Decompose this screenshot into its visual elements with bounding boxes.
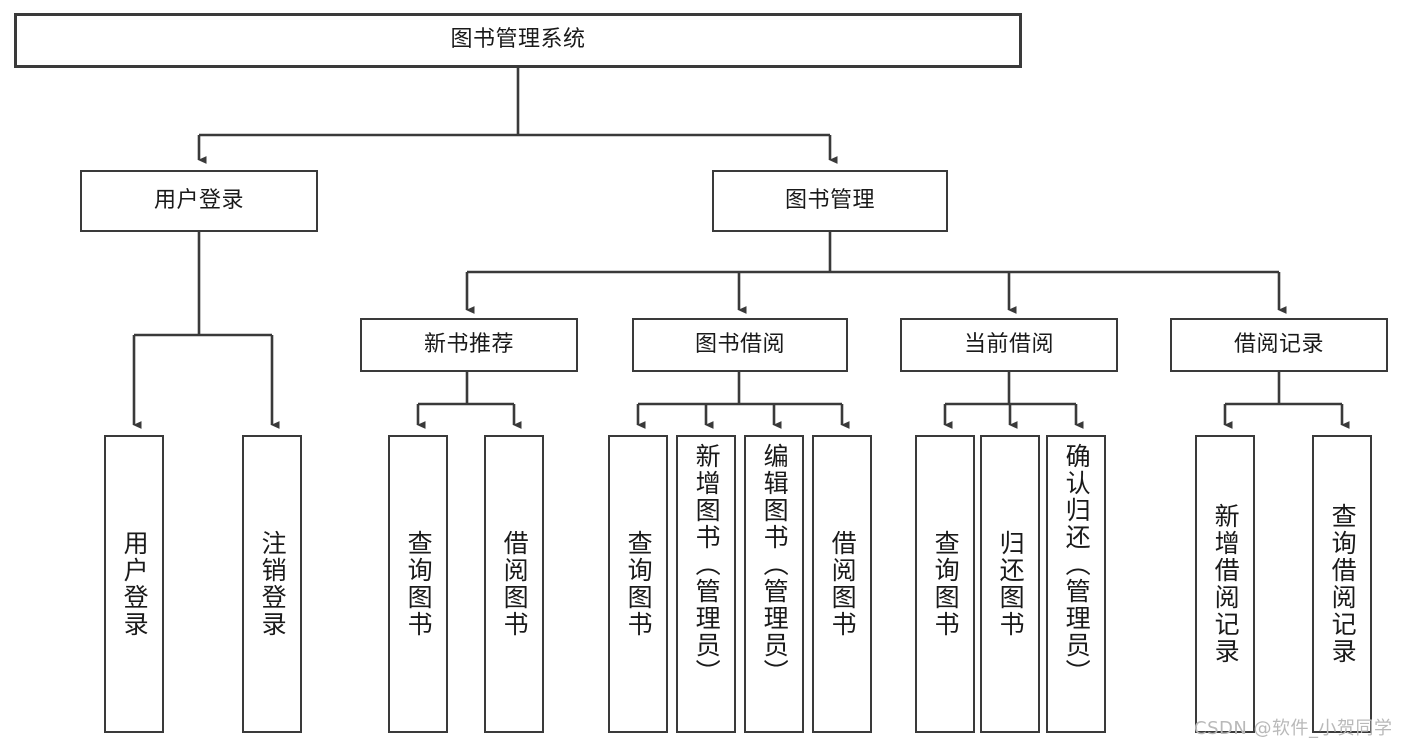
node-current-borrow[interactable]: 当前借阅 — [900, 318, 1118, 372]
leaf-return-book[interactable]: 归还图书 — [980, 435, 1040, 733]
csdn-watermark: CSDN @软件_小贺同学 — [1194, 718, 1393, 739]
leaf-query-record-label: 查询借阅记录 — [1328, 503, 1358, 665]
node-root[interactable]: 图书管理系统 — [14, 13, 1022, 68]
leaf-query-book-1[interactable]: 查询图书 — [388, 435, 448, 733]
leaf-user-logout[interactable]: 注销登录 — [242, 435, 302, 733]
leaf-query-book-1-label: 查询图书 — [404, 530, 434, 638]
leaf-query-book-2-label: 查询图书 — [624, 530, 654, 638]
leaf-query-book-2[interactable]: 查询图书 — [608, 435, 668, 733]
leaf-user-login[interactable]: 用户登录 — [104, 435, 164, 733]
leaf-borrow-book-1[interactable]: 借阅图书 — [484, 435, 544, 733]
leaf-confirm-return[interactable]: 确认归还（管理员） — [1046, 435, 1106, 733]
node-root-label: 图书管理系统 — [450, 27, 586, 53]
leaf-confirm-return-label: 确认归还（管理员） — [1062, 443, 1092, 686]
leaf-edit-book[interactable]: 编辑图书（管理员） — [744, 435, 804, 733]
node-current-borrow-label: 当前借阅 — [963, 331, 1054, 357]
leaf-user-login-label: 用户登录 — [120, 530, 150, 638]
node-new-book-recommend[interactable]: 新书推荐 — [360, 318, 578, 372]
node-book-management-label: 图书管理 — [784, 187, 875, 213]
node-user-login-label: 用户登录 — [153, 187, 244, 213]
leaf-return-book-label: 归还图书 — [996, 530, 1026, 638]
leaf-add-record[interactable]: 新增借阅记录 — [1195, 435, 1255, 733]
node-book-borrow-label: 图书借阅 — [694, 331, 785, 357]
leaf-query-book-3-label: 查询图书 — [931, 530, 961, 638]
leaf-query-record[interactable]: 查询借阅记录 — [1312, 435, 1372, 733]
leaf-borrow-book-2-label: 借阅图书 — [828, 530, 858, 638]
node-new-book-recommend-label: 新书推荐 — [423, 331, 514, 357]
leaf-user-logout-label: 注销登录 — [258, 530, 288, 638]
leaf-query-book-3[interactable]: 查询图书 — [915, 435, 975, 733]
leaf-borrow-book-1-label: 借阅图书 — [500, 530, 530, 638]
node-book-management[interactable]: 图书管理 — [712, 170, 948, 232]
node-borrow-record-label: 借阅记录 — [1233, 331, 1324, 357]
leaf-add-book[interactable]: 新增图书（管理员） — [676, 435, 736, 733]
leaf-edit-book-label: 编辑图书（管理员） — [760, 443, 790, 686]
leaf-add-book-label: 新增图书（管理员） — [692, 443, 722, 686]
node-book-borrow[interactable]: 图书借阅 — [632, 318, 848, 372]
node-user-login[interactable]: 用户登录 — [80, 170, 318, 232]
leaf-add-record-label: 新增借阅记录 — [1211, 503, 1241, 665]
node-borrow-record[interactable]: 借阅记录 — [1170, 318, 1388, 372]
leaf-borrow-book-2[interactable]: 借阅图书 — [812, 435, 872, 733]
